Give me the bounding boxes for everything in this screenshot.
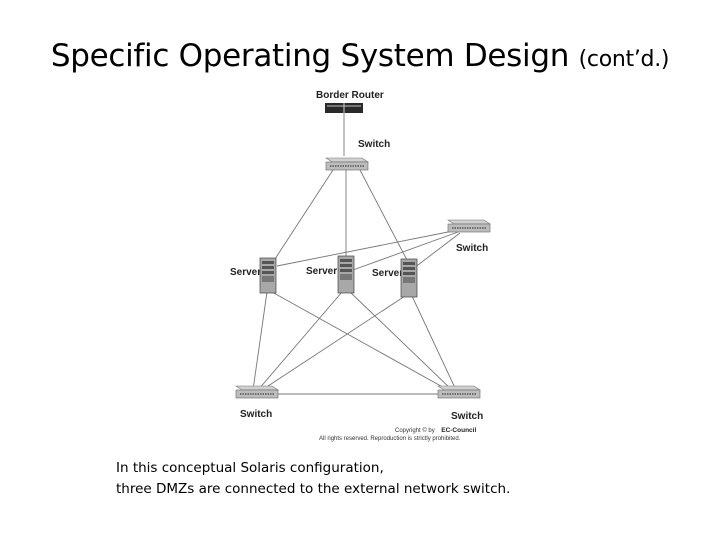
switch-bottom-left-label: Switch: [240, 409, 272, 420]
switch-right-label: Switch: [456, 243, 488, 254]
link-serverright-switchbr: [411, 295, 457, 391]
link-switchright-serverright: [413, 232, 461, 269]
server-right: Server: [372, 258, 418, 298]
switch-bottom-left: Switch: [235, 385, 279, 420]
server-icon: [400, 258, 418, 298]
router-icon: [325, 103, 363, 113]
switch-right: Switch: [447, 219, 491, 254]
caption: In this conceptual Solaris configuration…: [116, 458, 636, 500]
copyright-prefix: Copyright © by: [395, 427, 435, 434]
server-center-label: Server: [306, 266, 337, 277]
copyright-line1: Copyright © by EC-Council: [395, 419, 476, 436]
link-coreswitch-serverleft: [272, 169, 334, 263]
core-switch-label: Switch: [358, 139, 390, 150]
link-switchright-servercenter: [352, 231, 459, 271]
link-servercenter-switchbr: [349, 291, 453, 391]
link-switchright-serverleft: [276, 229, 459, 267]
link-servercenter-switchbl: [257, 291, 343, 391]
switch-icon: [325, 157, 369, 171]
server-icon: [337, 255, 355, 294]
core-switch: Switch: [325, 139, 390, 171]
server-right-label: Server: [372, 268, 403, 279]
switch-bottom-right-label: Switch: [451, 411, 483, 422]
copyright-brand: EC-Council: [441, 427, 476, 434]
server-left: Server: [230, 257, 277, 294]
switch-bottom-right: Switch: [437, 385, 483, 422]
link-serverright-switchbl: [261, 295, 406, 391]
server-icon: [259, 257, 277, 294]
switch-icon: [437, 385, 481, 399]
copyright-line2: All rights reserved. Reproduction is str…: [319, 436, 461, 442]
slide-title: Specific Operating System Design (cont’d…: [0, 38, 720, 74]
link-serverleft-switchbl: [252, 291, 268, 391]
caption-line-2: three DMZs are connected to the external…: [116, 481, 511, 497]
server-left-label: Server: [230, 267, 261, 278]
server-center: Server: [306, 255, 355, 294]
slide-title-suffix: (cont’d.): [578, 47, 670, 72]
border-router-label: Border Router: [316, 90, 384, 101]
border-router: Border Router: [316, 90, 384, 113]
network-links: [252, 112, 461, 395]
slide-title-main: Specific Operating System Design: [50, 38, 570, 74]
copyright-notice: Copyright © by EC-Council All rights res…: [319, 419, 476, 442]
link-coreswitch-serverright: [359, 169, 409, 263]
switch-icon: [447, 219, 491, 233]
switch-icon: [235, 385, 279, 399]
link-serverleft-switchbr: [271, 291, 449, 391]
caption-line-1: In this conceptual Solaris configuration…: [116, 460, 384, 476]
